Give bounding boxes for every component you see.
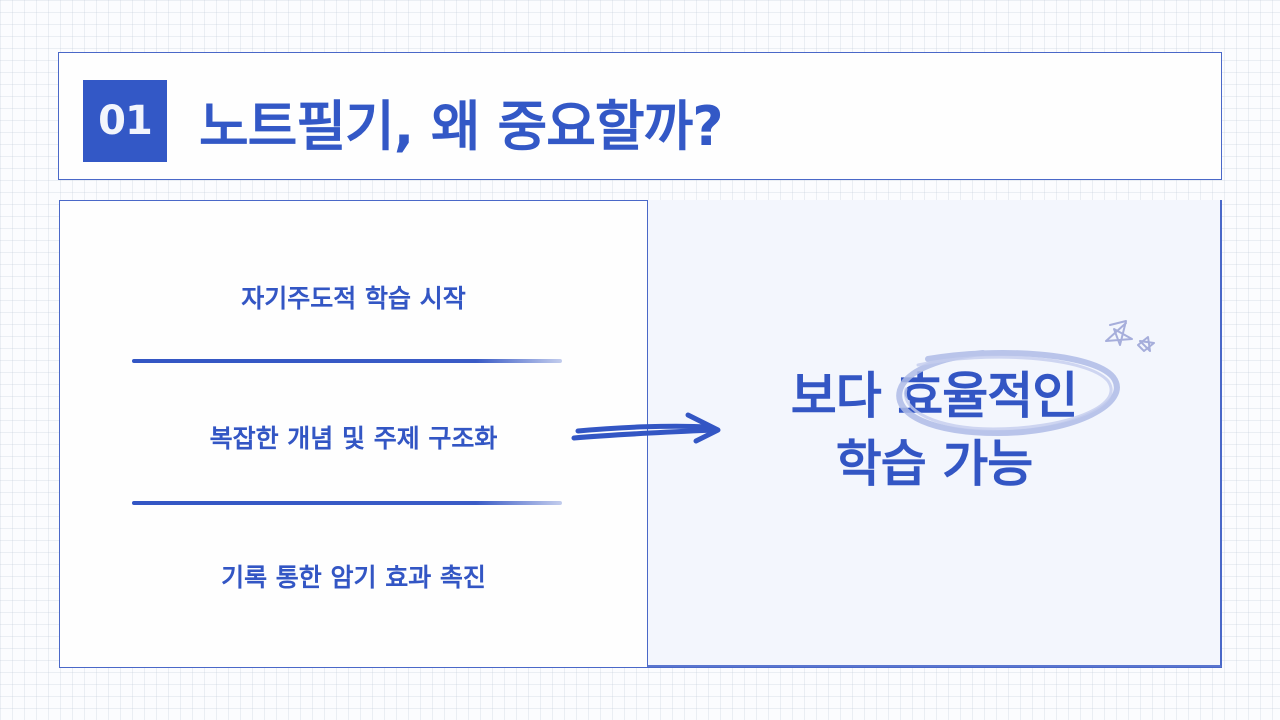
arrow-right-icon (571, 412, 721, 444)
section-number-badge: 01 (83, 80, 167, 162)
point-item-memorization: 기록 통한 암기 효과 촉진 (221, 563, 486, 592)
slide-header: 01 노트필기, 왜 중요할까? (58, 52, 1222, 180)
conclusion-panel: 보다 효율적인 학습 가능 (647, 200, 1222, 667)
conclusion-line-2: 학습 가능 (835, 435, 1033, 493)
brush-divider (132, 359, 562, 363)
doodle-stars-icon (1105, 320, 1155, 352)
conclusion-text: 보다 효율적인 학습 가능 (648, 362, 1220, 498)
brush-divider (132, 501, 562, 505)
hand-drawn-circle-icon (896, 350, 1120, 437)
point-item-self-directed: 자기주도적 학습 시작 (241, 284, 466, 313)
key-points-panel: 자기주도적 학습 시작 복잡한 개념 및 주제 구조화 기록 통한 암기 효과 … (60, 201, 647, 667)
slide-title: 노트필기, 왜 중요할까? (199, 94, 724, 158)
conclusion-line-1: 보다 효율적인 (790, 367, 1078, 425)
point-item-structuring: 복잡한 개념 및 주제 구조화 (209, 424, 498, 453)
